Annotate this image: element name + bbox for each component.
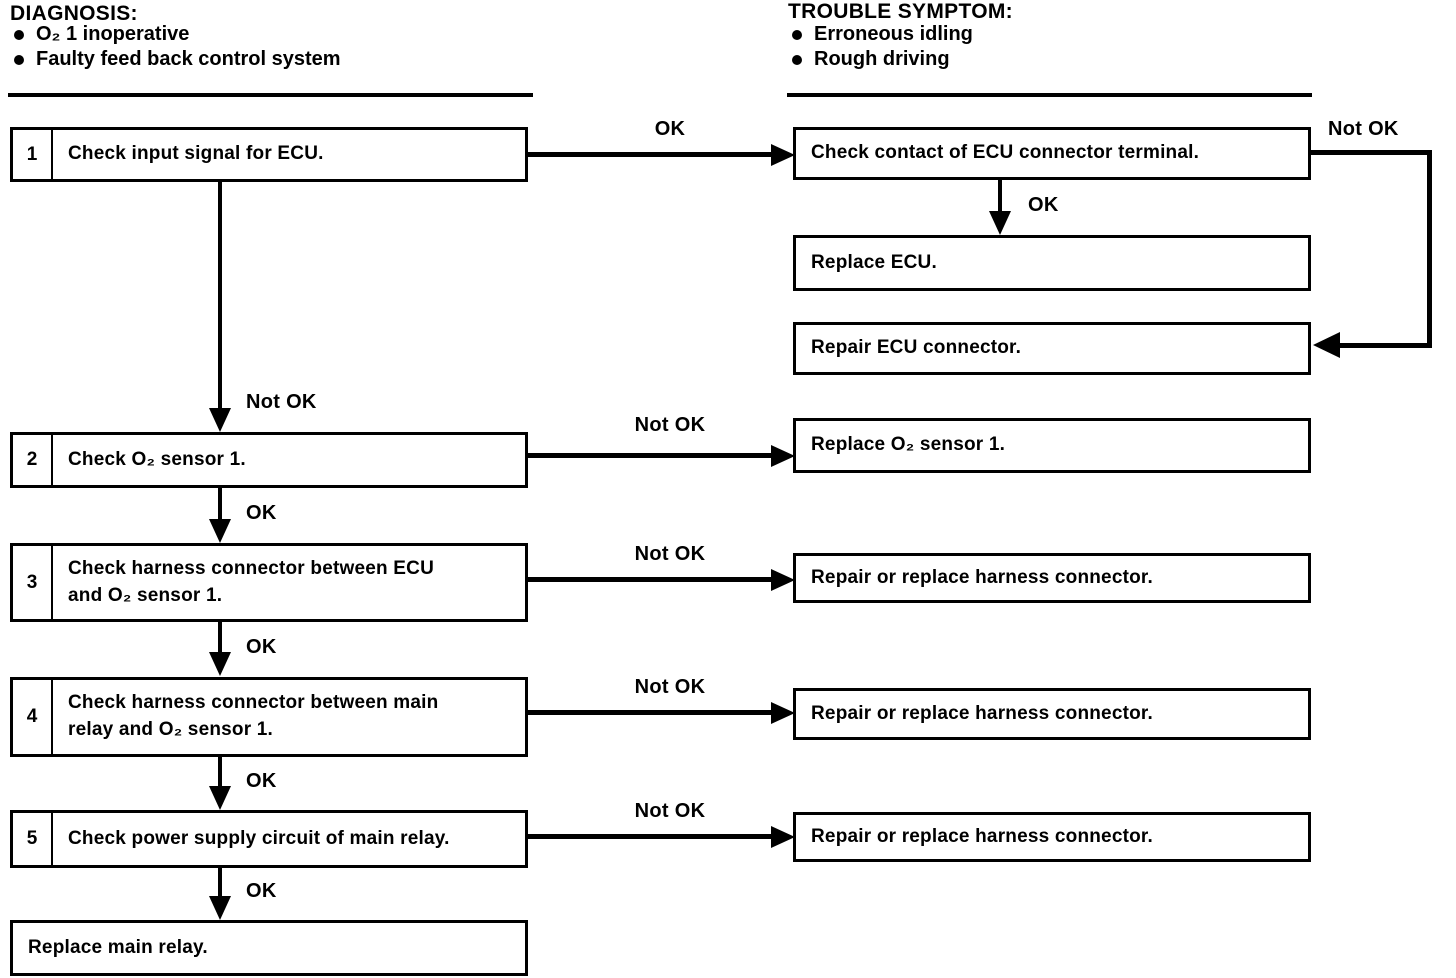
step-3-box: 3 Check harness connector between ECU an… xyxy=(10,543,528,622)
replace-ecu-box: Replace ECU. xyxy=(793,235,1311,291)
action-text: Repair or replace harness connector. xyxy=(811,702,1153,724)
edge-feedback-bottom-line xyxy=(1340,343,1432,348)
step-number: 2 xyxy=(13,435,53,485)
step-text: Check harness connector between ECU and … xyxy=(68,557,434,606)
trouble-symptom-item-label: Rough driving xyxy=(814,48,950,70)
step-text: Check power supply circuit of main relay… xyxy=(68,827,450,849)
arrowhead-left-icon xyxy=(1313,332,1340,358)
trouble-symptom-divider xyxy=(787,93,1312,97)
edge-step2-down-line xyxy=(218,488,222,521)
bullet-icon xyxy=(14,29,24,40)
step-5-box: 5 Check power supply circuit of main rel… xyxy=(10,810,528,868)
edge-step5-down-line xyxy=(218,868,222,898)
step-number: 3 xyxy=(13,546,53,619)
edge-right1-down-label: OK xyxy=(1028,194,1059,216)
action-text: Check contact of ECU connector terminal. xyxy=(811,142,1200,164)
bullet-icon xyxy=(792,29,802,40)
step-1-box: 1 Check input signal for ECU. xyxy=(10,127,528,182)
step-text: Check O₂ sensor 1. xyxy=(68,448,246,470)
trouble-symptom-item-label: Erroneous idling xyxy=(814,23,973,45)
trouble-symptom-item: Erroneous idling xyxy=(792,23,973,46)
edge-step4-down-label: OK xyxy=(246,770,277,792)
trouble-symptom-title: TROUBLE SYMPTOM: xyxy=(788,0,1013,23)
arrowhead-down-icon xyxy=(989,211,1011,235)
replace-o2-sensor-box: Replace O₂ sensor 1. xyxy=(793,418,1311,473)
edge-step4-down-line xyxy=(218,757,222,788)
arrowhead-down-icon xyxy=(209,786,231,810)
arrowhead-down-icon xyxy=(209,408,231,432)
edge-feedback-label: Not OK xyxy=(1328,118,1399,140)
edge-step5-down-label: OK xyxy=(246,880,277,902)
action-text: Repair or replace harness connector. xyxy=(811,566,1153,588)
edge-step3-down-line xyxy=(218,622,222,654)
repair-harness-connector-box-2: Repair or replace harness connector. xyxy=(793,688,1311,740)
action-text: Repair or replace harness connector. xyxy=(811,825,1153,847)
step-number: 1 xyxy=(13,130,53,179)
edge-step1-right-label: OK xyxy=(654,118,686,140)
edge-step2-right-line xyxy=(528,453,771,458)
diagnosis-divider xyxy=(8,93,533,97)
edge-step1-down-line xyxy=(218,182,222,410)
arrowhead-right-icon xyxy=(771,826,795,848)
action-text: Replace ECU. xyxy=(811,251,937,273)
step-number: 4 xyxy=(13,680,53,754)
action-text: Replace main relay. xyxy=(28,936,208,958)
edge-step4-right-line xyxy=(528,710,771,715)
bullet-icon xyxy=(792,54,802,65)
edge-feedback-vertical-line xyxy=(1427,150,1432,348)
bullet-icon xyxy=(14,54,24,65)
step-text: Check input signal for ECU. xyxy=(68,143,324,165)
action-text: Replace O₂ sensor 1. xyxy=(811,434,1006,456)
edge-feedback-top-line xyxy=(1310,150,1432,155)
edge-step3-right-line xyxy=(528,577,771,582)
edge-step3-down-label: OK xyxy=(246,636,277,658)
repair-harness-connector-box-1: Repair or replace harness connector. xyxy=(793,553,1311,603)
edge-step1-right-line xyxy=(528,152,771,157)
replace-main-relay-box: Replace main relay. xyxy=(10,920,528,976)
edge-step3-right-label: Not OK xyxy=(634,543,706,565)
diagnosis-item-label: O₂ 1 inoperative xyxy=(36,23,190,45)
arrowhead-right-icon xyxy=(771,702,795,724)
step-number: 5 xyxy=(13,813,53,865)
arrowhead-right-icon xyxy=(771,569,795,591)
diagnosis-item-label: Faulty feed back control system xyxy=(36,48,341,70)
step-2-box: 2 Check O₂ sensor 1. xyxy=(10,432,528,488)
edge-step2-right-label: Not OK xyxy=(634,414,706,436)
trouble-symptom-item: Rough driving xyxy=(792,48,950,71)
arrowhead-down-icon xyxy=(209,519,231,543)
step-text: Check harness connector between main rel… xyxy=(68,692,439,740)
check-ecu-connector-terminal-box: Check contact of ECU connector terminal. xyxy=(793,127,1311,180)
arrowhead-right-icon xyxy=(771,445,795,467)
repair-harness-connector-box-3: Repair or replace harness connector. xyxy=(793,812,1311,862)
edge-step5-right-line xyxy=(528,834,771,839)
repair-ecu-connector-box: Repair ECU connector. xyxy=(793,322,1311,375)
edge-step5-right-label: Not OK xyxy=(634,800,706,822)
arrowhead-down-icon xyxy=(209,652,231,676)
diagnosis-item: Faulty feed back control system xyxy=(14,48,341,71)
edge-step1-down-label: Not OK xyxy=(246,391,317,413)
arrowhead-right-icon xyxy=(771,144,795,166)
edge-step4-right-label: Not OK xyxy=(634,676,706,698)
edge-right1-down-line xyxy=(998,180,1002,213)
diagnosis-item: O₂ 1 inoperative xyxy=(14,23,189,46)
action-text: Repair ECU connector. xyxy=(811,337,1022,359)
step-4-box: 4 Check harness connector between main r… xyxy=(10,677,528,757)
edge-step2-down-label: OK xyxy=(246,502,277,524)
arrowhead-down-icon xyxy=(209,896,231,920)
diagnosis-title: DIAGNOSIS: xyxy=(10,2,138,25)
